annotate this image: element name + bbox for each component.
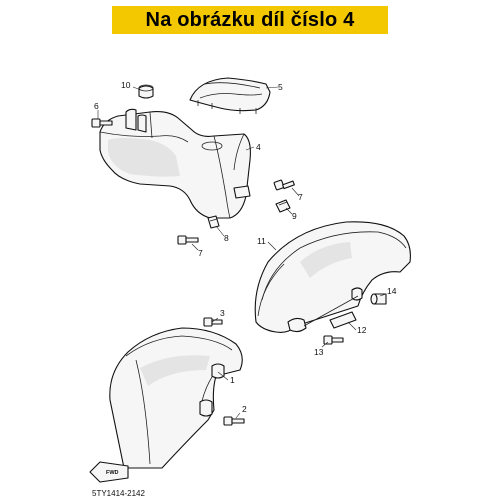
callout-4: 4 (256, 142, 261, 152)
part-clip-9 (275, 199, 291, 213)
callout-11: 11 (257, 236, 266, 246)
callout-labels: 1 2 3 4 5 6 7 7 8 9 10 11 12 13 14 (94, 80, 397, 414)
callout-12: 12 (357, 325, 367, 335)
callout-10: 10 (121, 80, 131, 90)
callout-14: 14 (387, 286, 397, 296)
callout-3: 3 (220, 308, 225, 318)
leader-lines (97, 86, 387, 419)
callout-7-lower: 7 (198, 248, 203, 258)
part-rubber-12 (329, 311, 357, 329)
part-front-fender (109, 327, 243, 469)
fwd-arrow: FWD (89, 461, 129, 483)
callout-6: 6 (94, 101, 99, 111)
callout-2: 2 (242, 404, 247, 414)
callout-8: 8 (224, 233, 229, 243)
part-top-cover (189, 77, 271, 114)
part-screw-7-lower (177, 235, 199, 245)
diagram-code: 5TY1414-2142 (92, 489, 145, 498)
part-clip-8 (207, 215, 220, 229)
banner-title: Na obrázku díl číslo 4 (145, 8, 355, 31)
callout-13: 13 (314, 347, 324, 357)
part-inner-panel (99, 108, 251, 219)
callout-5: 5 (278, 82, 283, 92)
part-screw-7-upper (273, 179, 295, 191)
part-cap (138, 84, 154, 99)
part-bolt-13 (323, 335, 344, 345)
callout-9: 9 (292, 211, 297, 221)
fwd-label: FWD (106, 470, 119, 476)
part-collar-14 (370, 293, 387, 305)
callout-1: 1 (230, 375, 235, 385)
part-rear-fender (254, 221, 411, 333)
banner: Na obrázku díl číslo 4 (112, 6, 388, 34)
part-screw-6 (91, 118, 113, 128)
part-bolt-3 (203, 317, 223, 327)
part-bolt-2 (223, 416, 245, 426)
callout-7-upper: 7 (298, 192, 303, 202)
